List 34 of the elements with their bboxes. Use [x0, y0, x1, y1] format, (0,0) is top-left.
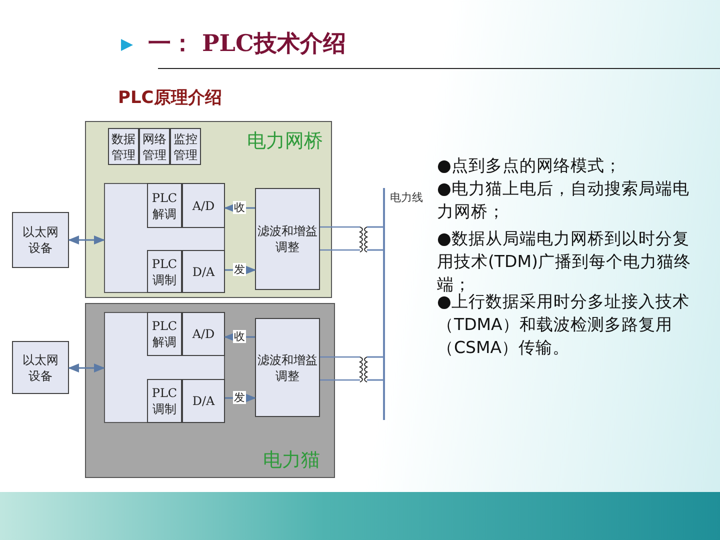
process-box: 监控管理 [170, 128, 201, 165]
process-box: PLC解调 [147, 312, 182, 356]
process-box: 网络管理 [139, 128, 170, 165]
process-box: A/D [182, 183, 225, 228]
bullet-text: ●电力猫上电后，自动搜索局端电力网桥； [437, 178, 690, 223]
arrow [68, 364, 106, 372]
edge-label: 发 [233, 263, 246, 276]
panel-title: 电力网桥 [247, 129, 323, 154]
edge-label: 收 [233, 201, 246, 214]
bridge-panel [85, 121, 332, 298]
processor-box [104, 312, 225, 423]
section-heading: PLC原理介绍 [118, 87, 222, 109]
arrow [68, 236, 106, 244]
filter-box: 滤波和增益调整 [255, 318, 320, 417]
edge-label: 发 [233, 391, 246, 404]
bullet-text: ●上行数据采用时分多址接入技术（TDMA）和载波检测多路复用（CSMA）传输。 [437, 292, 690, 359]
slide-title: 一： PLC技术介绍 [148, 29, 346, 59]
ethernet-box: 以太网设备 [12, 341, 69, 394]
process-box: PLC解调 [147, 183, 182, 228]
process-box: PLC调制 [147, 250, 182, 293]
panel-title: 电力猫 [263, 448, 320, 473]
bullet-text: ●点到多点的网络模式； [437, 155, 622, 177]
modem-panel [85, 303, 335, 478]
bullet-text: ●数据从局端电力网桥到以时分复用技术(TDM)广播到每个电力猫终端； [437, 228, 692, 294]
process-box: PLC调制 [147, 379, 182, 423]
process-box: D/A [182, 379, 225, 423]
ethernet-box: 以太网设备 [12, 212, 69, 268]
processor-box [104, 183, 225, 293]
process-box: D/A [182, 250, 225, 293]
process-box: A/D [182, 312, 225, 356]
process-box: 数据管理 [108, 128, 139, 165]
filter-box: 滤波和增益调整 [255, 188, 320, 290]
power-line-label: 电力线 [390, 190, 423, 205]
edge-label: 收 [233, 330, 246, 343]
